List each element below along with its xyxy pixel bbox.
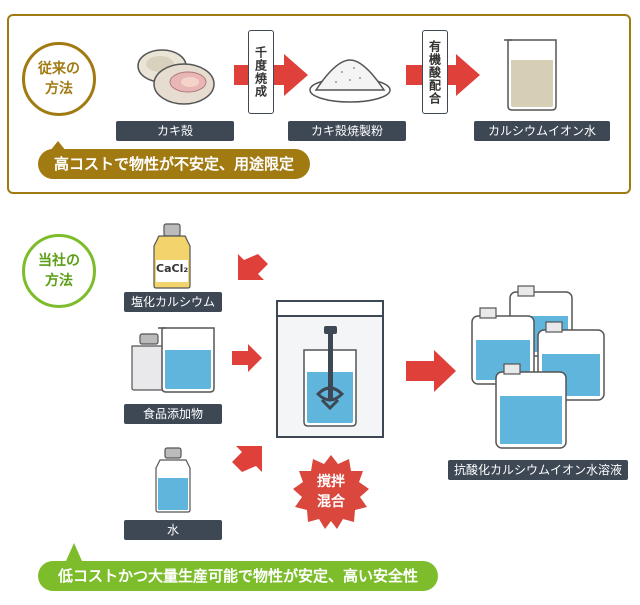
mixer-icon <box>276 300 384 438</box>
oyster-shell-icon <box>137 49 215 105</box>
antioxidant-solution-label: 抗酸化カルシウムイオン水溶液 <box>448 460 628 480</box>
our-method-badge: 当社の 方法 <box>22 234 96 308</box>
cacl2-bottle-label: CaCl₂ <box>156 262 189 275</box>
powder-pile-icon <box>309 59 391 103</box>
banner-pointer <box>50 141 66 151</box>
calcium-ion-water-label: カルシウムイオン水 <box>474 121 610 141</box>
conventional-result-banner: 高コストで物性が不安定、用途限定 <box>38 149 310 179</box>
bottle-icon <box>131 333 167 391</box>
food-additive-label: 食品添加物 <box>124 404 222 424</box>
beaker-icon <box>504 39 557 111</box>
banner-pointer <box>66 543 82 561</box>
beaker-icon <box>158 327 215 393</box>
water-label: 水 <box>124 520 222 540</box>
calcium-chloride-label: 塩化カルシウム <box>124 292 222 312</box>
arrow-right-icon <box>232 344 262 372</box>
our-result-banner: 低コストかつ大量生産可能で物性が安定、高い安全性 <box>38 561 438 591</box>
shell-powder-label: カキ殻焼製粉 <box>288 121 406 141</box>
arrow-right-icon <box>232 446 262 472</box>
organic-acid-process-label: 有機酸配合 <box>422 30 448 114</box>
arrow-right-icon <box>406 350 456 392</box>
firing-process-label: 千度焼成 <box>248 30 274 114</box>
jerrycan-icon <box>471 285 605 449</box>
conventional-method-badge: 従来の 方法 <box>22 42 96 116</box>
stir-badge-icon <box>293 455 369 529</box>
oyster-shell-label: カキ殻 <box>116 121 234 141</box>
bottle-icon <box>153 223 191 289</box>
stir-mix-label: 撹拌 混合 <box>317 474 345 510</box>
bottle-icon <box>155 447 191 513</box>
arrow-right-icon <box>238 254 268 280</box>
